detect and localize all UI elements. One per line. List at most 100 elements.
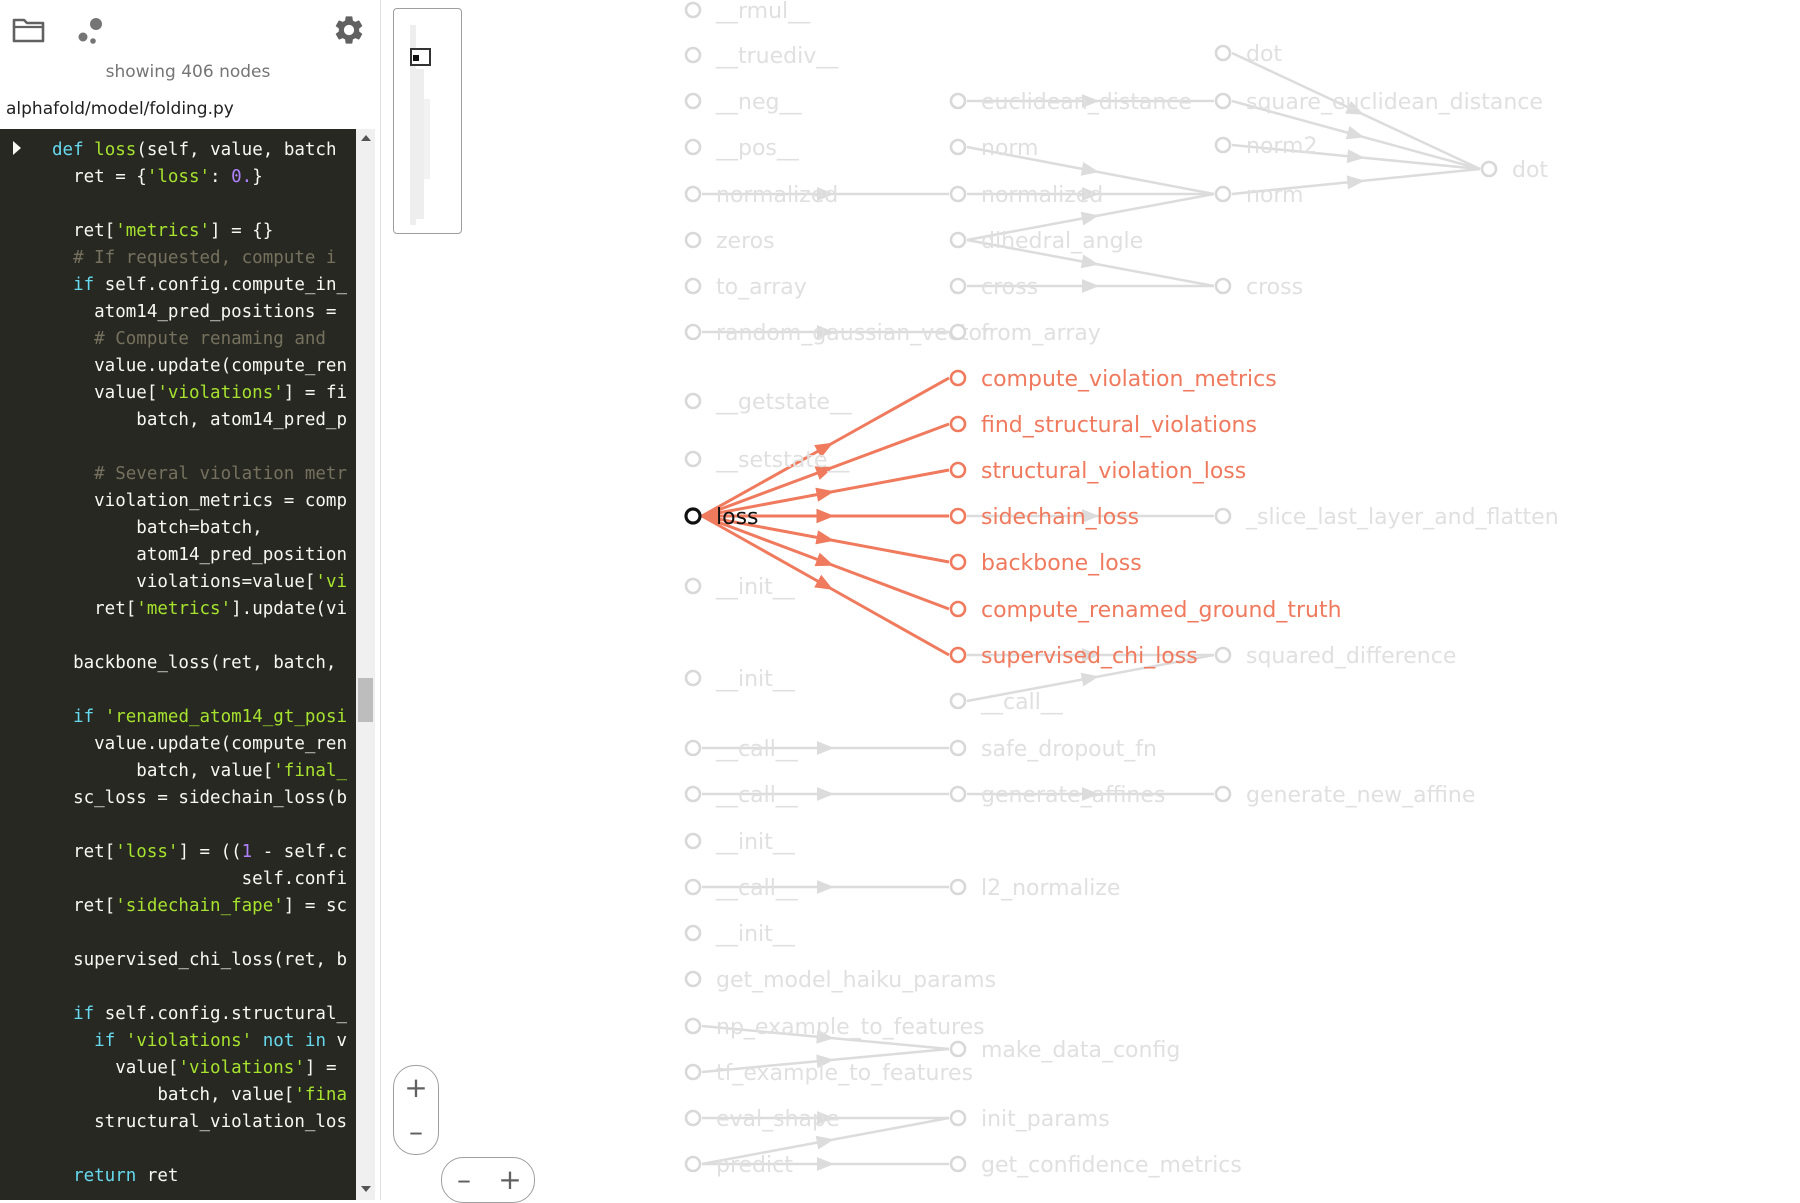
- code-panel[interactable]: def loss(self, value, batch ret = {'loss…: [0, 129, 375, 1200]
- horizontal-zoom-in-button[interactable]: +: [498, 1163, 522, 1196]
- graph-node[interactable]: loss: [684, 505, 759, 530]
- graph-node[interactable]: cross: [1214, 275, 1303, 300]
- node-dot-icon[interactable]: [684, 1, 702, 19]
- zoom-out-button[interactable]: –: [409, 1115, 423, 1148]
- node-dot-icon[interactable]: [684, 185, 702, 203]
- node-label[interactable]: __call__: [715, 783, 799, 808]
- node-dot-icon[interactable]: [684, 1155, 702, 1173]
- node-dot-icon[interactable]: [684, 832, 702, 850]
- node-label[interactable]: l2_normalize: [981, 876, 1120, 901]
- node-label[interactable]: compute_violation_metrics: [981, 367, 1277, 392]
- node-label[interactable]: get_confidence_metrics: [981, 1153, 1242, 1178]
- node-dot-icon[interactable]: [684, 739, 702, 757]
- node-dot-icon[interactable]: [1214, 136, 1232, 154]
- graph-node[interactable]: normalized: [949, 183, 1103, 208]
- node-dot-icon[interactable]: [949, 646, 967, 664]
- node-label[interactable]: find_structural_violations: [981, 413, 1257, 438]
- code-scrollbar[interactable]: [356, 129, 375, 1200]
- graph-node[interactable]: eval_shape: [684, 1107, 840, 1132]
- graph-node[interactable]: norm: [1214, 183, 1304, 208]
- node-label[interactable]: generate_new_affine: [1246, 783, 1475, 808]
- node-dot-icon[interactable]: [949, 785, 967, 803]
- node-dot-icon[interactable]: [949, 323, 967, 341]
- node-dot-icon[interactable]: [684, 323, 702, 341]
- node-dot-icon[interactable]: [1214, 44, 1232, 62]
- node-label[interactable]: compute_renamed_ground_truth: [981, 598, 1342, 623]
- graph-node[interactable]: squared_difference: [1214, 644, 1456, 669]
- graph-node[interactable]: generate_new_affine: [1214, 783, 1475, 808]
- graph-node[interactable]: __setstate__: [684, 448, 850, 473]
- node-dot-icon[interactable]: [684, 878, 702, 896]
- graph-node[interactable]: square_euclidean_distance: [1214, 90, 1543, 115]
- node-label[interactable]: normalized: [981, 183, 1103, 208]
- node-label[interactable]: norm2: [1246, 134, 1318, 159]
- node-dot-icon[interactable]: [684, 46, 702, 64]
- node-dot-icon[interactable]: [949, 138, 967, 156]
- node-dot-icon[interactable]: [949, 415, 967, 433]
- node-dot-icon[interactable]: [684, 450, 702, 468]
- graph-node[interactable]: __neg__: [684, 90, 802, 115]
- graph-node[interactable]: sidechain_loss: [949, 505, 1139, 530]
- node-label[interactable]: __setstate__: [715, 448, 850, 473]
- graph-node[interactable]: init_params: [949, 1107, 1110, 1132]
- node-dot-icon[interactable]: [684, 507, 702, 525]
- folder-icon[interactable]: [12, 16, 46, 44]
- node-dot-icon[interactable]: [1214, 785, 1232, 803]
- graph-node[interactable]: __init__: [684, 922, 796, 947]
- node-label[interactable]: __init__: [715, 922, 796, 947]
- node-label[interactable]: _slice_last_layer_and_flatten: [1245, 505, 1559, 530]
- node-dot-icon[interactable]: [1214, 277, 1232, 295]
- node-label[interactable]: eval_shape: [716, 1107, 840, 1132]
- graph-node[interactable]: _slice_last_layer_and_flatten: [1214, 505, 1559, 530]
- node-dot-icon[interactable]: [684, 1063, 702, 1081]
- graph-node[interactable]: compute_violation_metrics: [949, 367, 1277, 392]
- node-dot-icon[interactable]: [949, 277, 967, 295]
- node-dot-icon[interactable]: [1480, 160, 1498, 178]
- node-dot-icon[interactable]: [949, 600, 967, 618]
- node-dot-icon[interactable]: [949, 739, 967, 757]
- node-dot-icon[interactable]: [949, 1109, 967, 1127]
- graph-node[interactable]: __call__: [949, 690, 1064, 715]
- graph-node[interactable]: backbone_loss: [949, 551, 1142, 576]
- node-dot-icon[interactable]: [949, 1155, 967, 1173]
- node-label[interactable]: generate_affines: [981, 783, 1165, 808]
- scroll-down-arrow-icon[interactable]: [361, 1186, 371, 1192]
- node-label[interactable]: safe_dropout_fn: [981, 737, 1157, 762]
- node-label[interactable]: make_data_config: [981, 1038, 1180, 1063]
- graph-node[interactable]: find_structural_violations: [949, 413, 1257, 438]
- node-dot-icon[interactable]: [949, 92, 967, 110]
- node-dot-icon[interactable]: [1214, 507, 1232, 525]
- node-dot-icon[interactable]: [684, 970, 702, 988]
- node-label[interactable]: supervised_chi_loss: [981, 644, 1198, 669]
- graph-node[interactable]: __call__: [684, 737, 799, 762]
- node-label[interactable]: __call__: [715, 876, 799, 901]
- node-label[interactable]: norm: [1246, 183, 1304, 208]
- node-dot-icon[interactable]: [684, 392, 702, 410]
- node-dot-icon[interactable]: [684, 577, 702, 595]
- graph-node[interactable]: __call__: [684, 876, 799, 901]
- graph-node[interactable]: dot: [1480, 158, 1548, 183]
- graph-node[interactable]: euclidean_distance: [949, 90, 1192, 115]
- node-label[interactable]: euclidean_distance: [981, 90, 1192, 115]
- graph-node[interactable]: get_confidence_metrics: [949, 1153, 1242, 1178]
- node-label[interactable]: structural_violation_loss: [981, 459, 1246, 484]
- node-label[interactable]: cross: [981, 275, 1038, 300]
- graph-node[interactable]: l2_normalize: [949, 876, 1120, 901]
- node-label[interactable]: cross: [1246, 275, 1303, 300]
- node-label[interactable]: zeros: [716, 229, 775, 254]
- node-label[interactable]: backbone_loss: [981, 551, 1142, 576]
- graph-node[interactable]: zeros: [684, 229, 775, 254]
- node-label[interactable]: dot: [1246, 42, 1282, 67]
- node-label[interactable]: __call__: [715, 737, 799, 762]
- node-label[interactable]: sidechain_loss: [981, 505, 1139, 530]
- node-label[interactable]: __init__: [715, 830, 796, 855]
- graph-node[interactable]: supervised_chi_loss: [949, 644, 1198, 669]
- graph-node[interactable]: norm2: [1214, 134, 1318, 159]
- node-dot-icon[interactable]: [949, 507, 967, 525]
- graph-node[interactable]: np_example_to_features: [684, 1015, 985, 1040]
- node-dot-icon[interactable]: [1214, 92, 1232, 110]
- graph-node[interactable]: __pos__: [684, 136, 800, 161]
- zoom-in-button[interactable]: +: [404, 1071, 428, 1104]
- node-label[interactable]: __rmul__: [715, 0, 811, 24]
- node-dot-icon[interactable]: [1214, 185, 1232, 203]
